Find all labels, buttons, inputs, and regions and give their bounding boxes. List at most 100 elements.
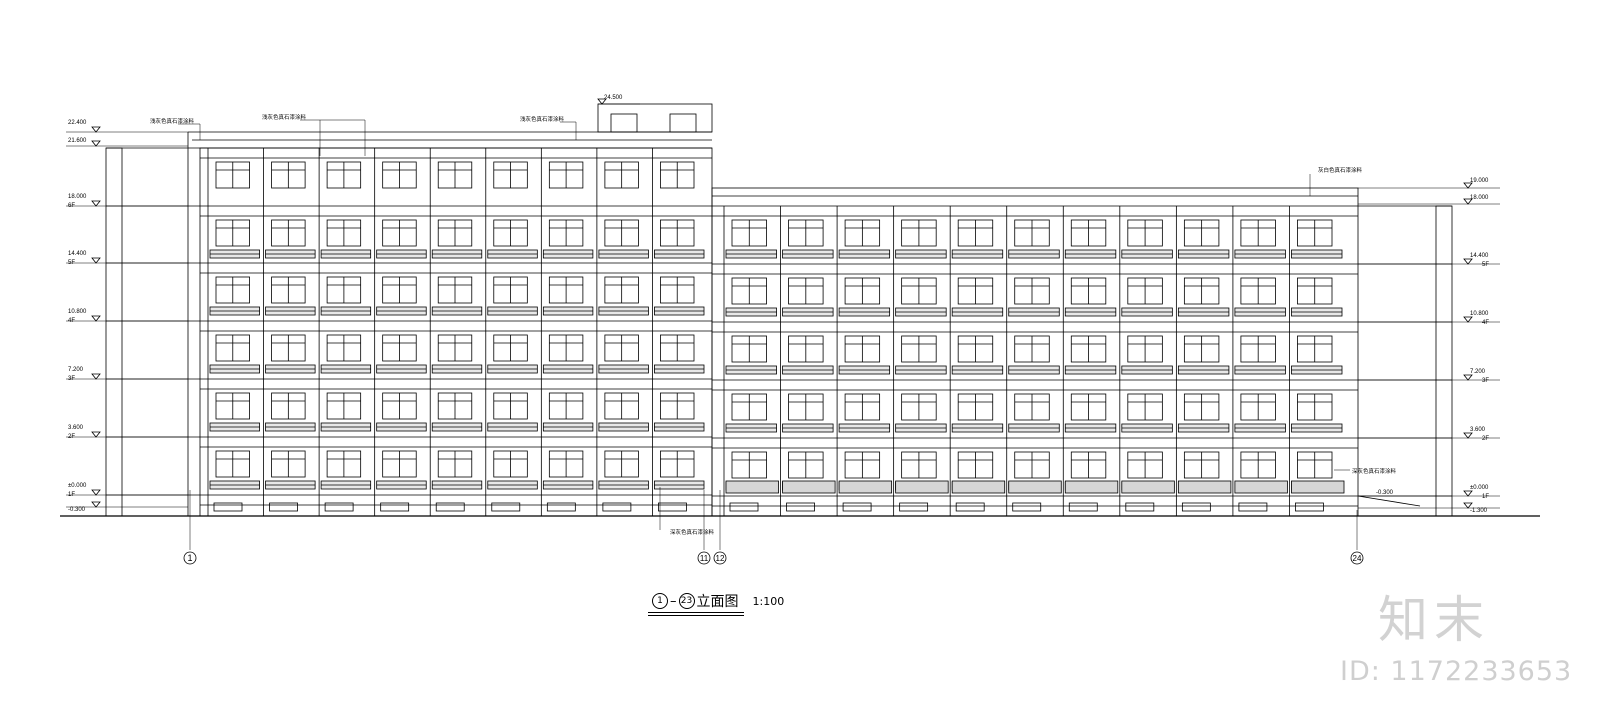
ground-railing <box>1121 480 1175 494</box>
basement-window <box>1295 502 1324 512</box>
grid-axis-label: 24 <box>1353 554 1362 563</box>
level-marker <box>91 257 101 264</box>
roof-level-label: 24.500 <box>604 95 623 101</box>
left-level-floor: 1F <box>68 492 75 498</box>
ground-railing <box>1064 480 1119 494</box>
basement-window <box>786 502 815 512</box>
grid-axis-label: 12 <box>716 554 725 563</box>
right-level-elev: 14.400 <box>1470 253 1489 259</box>
left-level-elev: -0.300 <box>68 507 86 513</box>
material-note: 深灰色真石漆涂料 <box>670 528 715 536</box>
left-level-elev: 18.000 <box>68 194 87 200</box>
axis-start-bubble: 1 <box>652 593 668 609</box>
right-level-elev: 7.200 <box>1470 369 1486 375</box>
left-level-elev: 10.800 <box>68 309 87 315</box>
grid-axis-bubble <box>713 551 727 565</box>
ground-railing <box>1291 480 1345 494</box>
ground-railing <box>782 480 836 494</box>
left-level-elev: ±0.000 <box>68 483 87 489</box>
ground-railing <box>838 480 893 494</box>
left-level-floor: 6F <box>68 203 75 209</box>
level-marker <box>91 501 101 508</box>
right-level-floor: 3F <box>1482 378 1489 384</box>
level-marker <box>1463 502 1473 509</box>
basement-window <box>1181 502 1211 512</box>
ground-level-label: -0.300 <box>1376 490 1394 496</box>
basement-window <box>1012 502 1042 512</box>
level-marker <box>91 315 101 322</box>
level-marker <box>1463 316 1473 323</box>
grid-axis-bubble <box>697 551 711 565</box>
right-block-outline <box>711 187 1359 517</box>
left-level-elev: 3.600 <box>68 425 84 431</box>
right-level-elev: ±0.000 <box>1470 485 1489 491</box>
right-level-elev: 10.800 <box>1470 311 1489 317</box>
level-marker <box>1463 432 1473 439</box>
level-marker <box>1463 374 1473 381</box>
basement-window <box>491 502 521 512</box>
ground-railing <box>951 480 1006 494</box>
axis-end-bubble: 23 <box>678 593 695 609</box>
ground-railing <box>895 480 949 494</box>
level-marker <box>91 373 101 380</box>
caption-dash: – <box>670 593 677 609</box>
basement-window <box>842 502 872 512</box>
caption-underline <box>648 615 744 616</box>
watermark-id: ID: 1172233653 <box>1340 656 1573 687</box>
basement-window <box>1238 502 1268 512</box>
basement-window <box>324 502 354 512</box>
left-level-elev: 22.400 <box>68 120 87 126</box>
left-block-outline <box>199 147 713 517</box>
level-marker <box>597 98 607 105</box>
left-level-floor: 4F <box>68 318 75 324</box>
basement-window <box>658 502 687 512</box>
basement-window <box>1125 502 1155 512</box>
grid-axis-label: 11 <box>700 554 709 563</box>
level-marker <box>1463 490 1473 497</box>
left-level-elev: 14.400 <box>68 251 87 257</box>
level-marker <box>91 126 101 133</box>
drawing-caption: 1 – 23 立面图 1:100 <box>652 590 784 612</box>
level-marker <box>1463 258 1473 265</box>
drawing-title: 立面图 <box>696 594 739 610</box>
basement-window <box>602 502 632 512</box>
material-note: 浅灰色真石漆涂料 <box>520 115 565 123</box>
basement-window <box>955 502 985 512</box>
right-level-elev: 3.600 <box>1470 427 1486 433</box>
left-level-floor: 2F <box>68 434 75 440</box>
basement-window <box>269 502 298 512</box>
material-note: 浅灰色真石漆涂料 <box>262 113 307 121</box>
grid-axis-bubble <box>183 551 197 565</box>
watermark-logo: 知末 <box>1378 591 1490 649</box>
level-marker <box>91 140 101 147</box>
basement-window <box>1068 502 1098 512</box>
roof-vent <box>610 113 638 133</box>
roof-stair-enclosure <box>597 103 713 133</box>
left-level-elev: 21.600 <box>68 138 87 144</box>
drawing-scale: 1:100 <box>752 594 785 608</box>
material-note: 浅灰色真石漆涂料 <box>150 117 195 125</box>
right-level-floor: 5F <box>1482 262 1489 268</box>
right-level-elev: 19.000 <box>1470 178 1489 184</box>
level-marker <box>1463 182 1473 189</box>
caption-underline <box>648 612 744 613</box>
right-level-elev: -1.300 <box>1470 508 1488 514</box>
level-marker <box>1463 198 1473 205</box>
grid-axis-bubble <box>1350 551 1364 565</box>
grid-axis-label: 1 <box>187 553 192 563</box>
ground-slope <box>1357 495 1421 507</box>
basement-window <box>435 502 465 512</box>
basement-window <box>546 502 576 512</box>
level-marker <box>91 200 101 207</box>
right-level-floor: 4F <box>1482 320 1489 326</box>
basement-window <box>213 502 243 512</box>
left-level-floor: 5F <box>68 260 75 266</box>
right-level-floor: 1F <box>1482 494 1489 500</box>
right-stair-tower <box>1435 205 1453 517</box>
basement-window <box>729 502 759 512</box>
level-marker <box>91 489 101 496</box>
material-note: 灰白色真石漆涂料 <box>1318 166 1363 174</box>
right-level-floor: 2F <box>1482 436 1489 442</box>
left-level-elev: 7.200 <box>68 367 84 373</box>
